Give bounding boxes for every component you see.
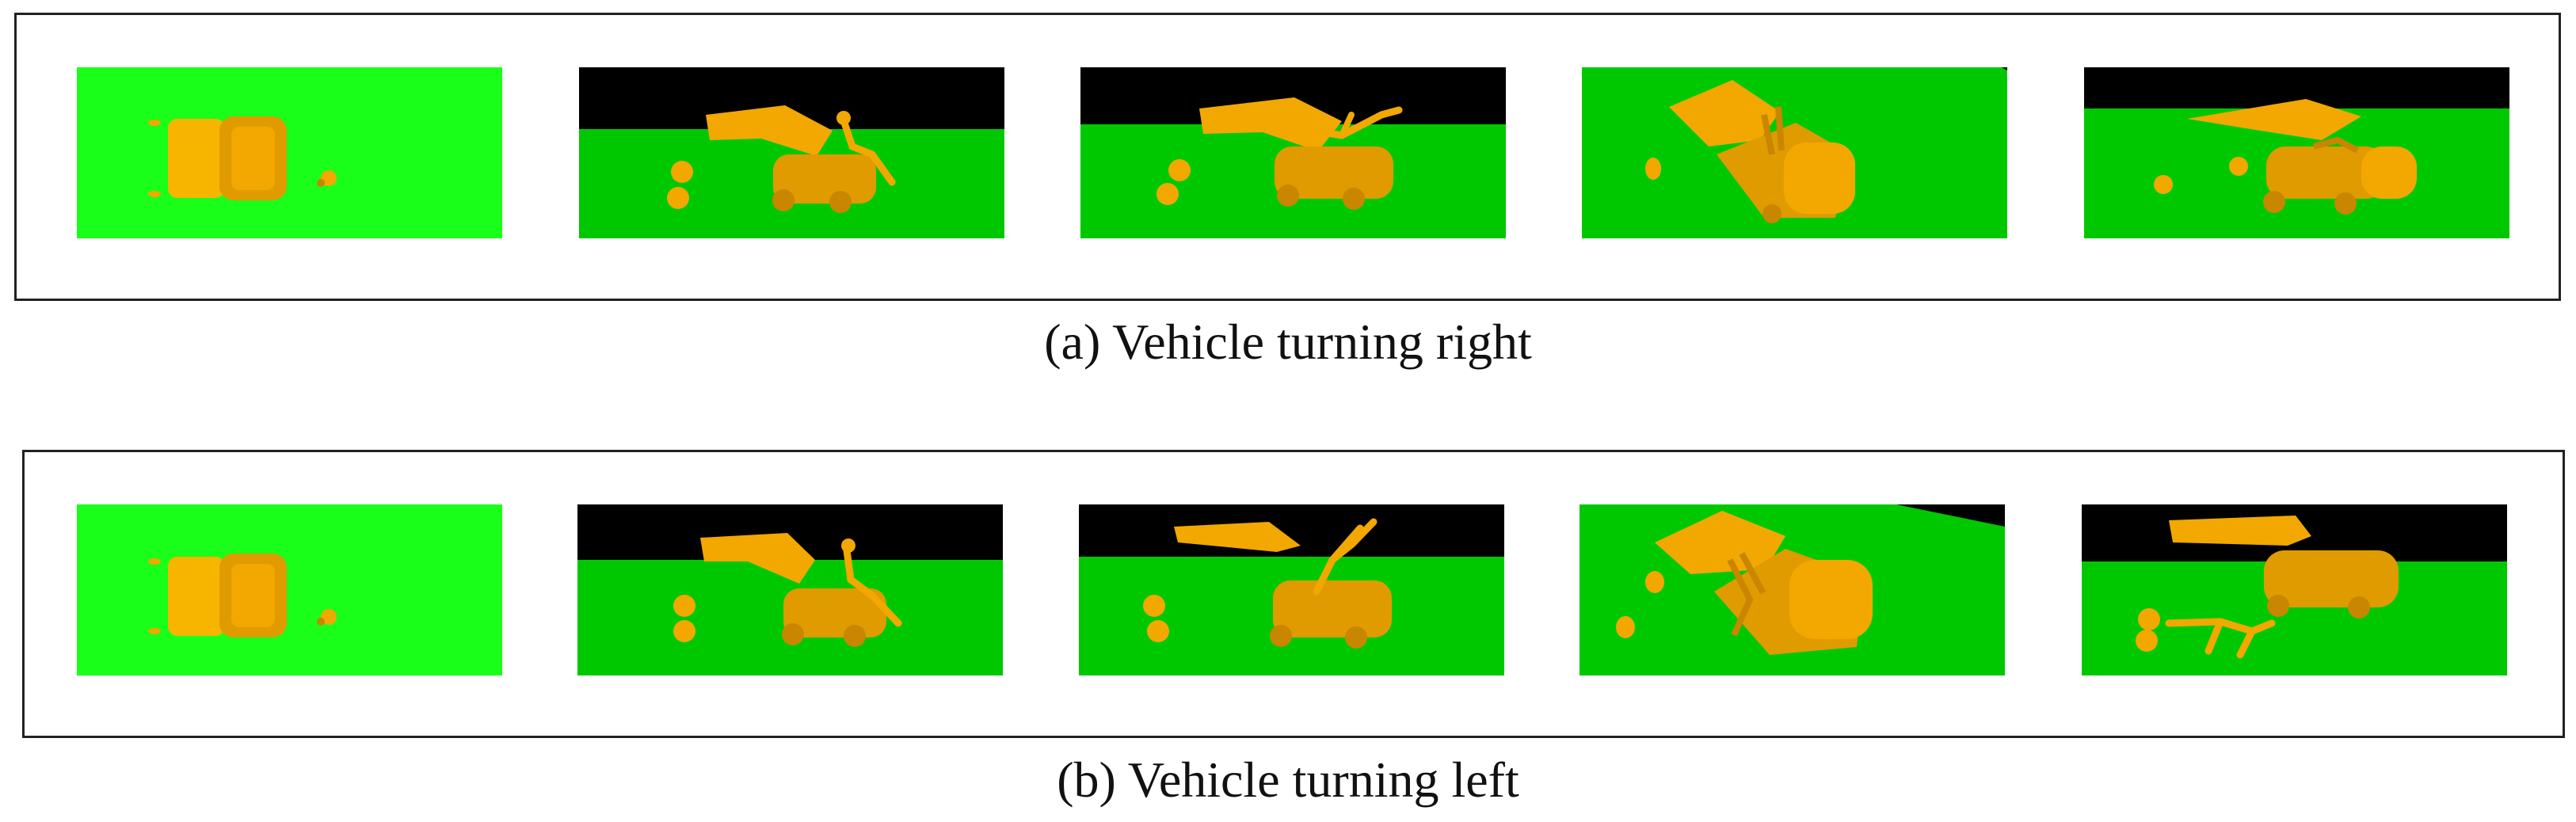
simulation-frame-image <box>1582 67 2007 238</box>
simulation-frame-image <box>1580 504 2005 675</box>
simulation-frame-image <box>579 67 1004 238</box>
frame-a5-side-view <box>2084 67 2509 238</box>
frame-a2-side-view <box>579 67 1004 238</box>
frame-b5-side-view <box>2082 504 2507 675</box>
subfigure-b-panel <box>22 450 2565 738</box>
simulation-frame-image <box>77 67 502 238</box>
simulation-frame-image <box>2082 504 2507 675</box>
simulation-frame-image <box>1079 504 1504 675</box>
simulation-frame-image <box>2084 67 2509 238</box>
frame-a1-top-view <box>77 67 502 238</box>
frame-b2-side-view <box>577 504 1003 675</box>
frame-b3-side-view <box>1079 504 1504 675</box>
frame-a3-side-view <box>1080 67 1506 238</box>
simulation-frame-image <box>577 504 1003 675</box>
frame-b1-top-view <box>77 504 502 675</box>
subfigure-b-caption: (b) Vehicle turning left <box>1057 752 1519 808</box>
subfigure-a-caption: (a) Vehicle turning right <box>1044 314 1532 370</box>
frame-b4-overhead-view <box>1580 504 2005 675</box>
frame-a4-overhead-view <box>1582 67 2007 238</box>
subfigure-a-panel <box>14 13 2561 301</box>
simulation-frame-image <box>77 504 502 675</box>
simulation-frame-image <box>1080 67 1506 238</box>
